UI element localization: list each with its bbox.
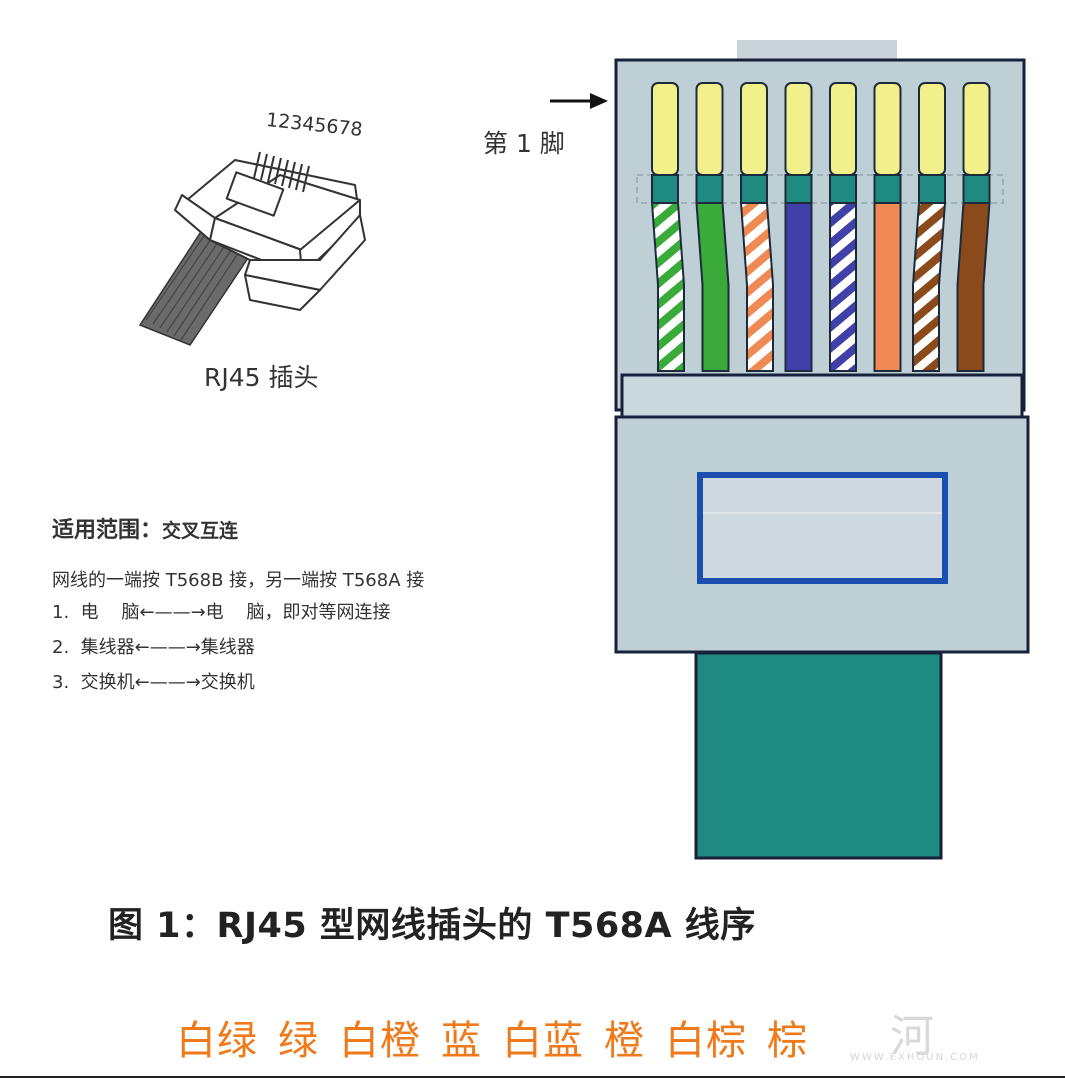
contact-pin-8 xyxy=(962,82,991,176)
wire-5 xyxy=(829,202,857,372)
figure-caption: 图 1：RJ45 型网线插头的 T568A 线序 xyxy=(108,906,756,946)
latch-window xyxy=(697,472,948,584)
contact-band-2 xyxy=(695,174,724,204)
wire-order-item: 白蓝 xyxy=(502,1018,584,1064)
pin1-arrow-icon xyxy=(550,93,608,109)
scope-line: 网线的一端按 T568B 接，另一端按 T568A 接 xyxy=(52,570,425,591)
plug-contacts xyxy=(253,151,310,193)
contact-pin-2 xyxy=(695,82,724,176)
pin1-label: 第 1 脚 xyxy=(483,129,565,158)
contact-band-4 xyxy=(784,174,813,204)
contact-band-6 xyxy=(873,174,902,204)
wire-order-item: 白橙 xyxy=(339,1018,421,1064)
contact-pin-5 xyxy=(829,82,857,176)
wire-order-item: 绿 xyxy=(278,1018,319,1064)
wire-order: 白绿绿白橙蓝白蓝橙白棕棕 xyxy=(176,1008,828,1066)
contact-pin-6 xyxy=(873,82,902,176)
scope-line: 3. 交换机←——→交换机 xyxy=(52,672,255,693)
contact-band-3 xyxy=(740,174,768,204)
wire-order-item: 白棕 xyxy=(665,1018,747,1064)
scope-line: 2. 集线器←——→集线器 xyxy=(52,637,255,658)
scope-title: 适用范围：交叉互连 xyxy=(52,512,238,544)
contact-band-7 xyxy=(918,174,946,204)
wire-order-item: 蓝 xyxy=(441,1018,482,1064)
wire-group xyxy=(650,82,991,372)
contact-guide xyxy=(636,174,1004,204)
connector-neck xyxy=(620,373,1024,419)
contact-band-5 xyxy=(829,174,857,204)
contact-pin-1 xyxy=(651,82,679,176)
plug-body xyxy=(174,159,366,311)
wire-6 xyxy=(873,202,902,372)
connector-top-tab xyxy=(737,40,897,62)
wire-order-item: 橙 xyxy=(604,1018,645,1064)
contact-pin-3 xyxy=(740,82,768,176)
cable-jacket xyxy=(694,651,943,860)
wire-order-item: 白绿 xyxy=(176,1018,258,1064)
plug-caption: RJ45 插头 xyxy=(204,363,319,392)
rj45-plug-illustration xyxy=(138,151,366,346)
contact-band-1 xyxy=(651,174,679,204)
contact-pin-4 xyxy=(784,82,813,176)
wire-order-item: 棕 xyxy=(767,1018,808,1064)
contact-band-8 xyxy=(962,174,991,204)
scope-line: 1. 电 脑←——→电 脑，即对等网连接 xyxy=(52,602,391,623)
wire-4 xyxy=(784,202,813,372)
bottom-rule xyxy=(0,1076,1065,1078)
contact-pin-7 xyxy=(918,82,946,176)
watermark-url: WWW.EXHOUN.COM xyxy=(850,1052,980,1063)
scope-title-value: 交叉互连 xyxy=(162,520,239,542)
rj45-connector-diagram xyxy=(550,40,1030,860)
watermark-mark: 河 xyxy=(890,1011,934,1062)
scope-title-label: 适用范围： xyxy=(52,518,163,543)
